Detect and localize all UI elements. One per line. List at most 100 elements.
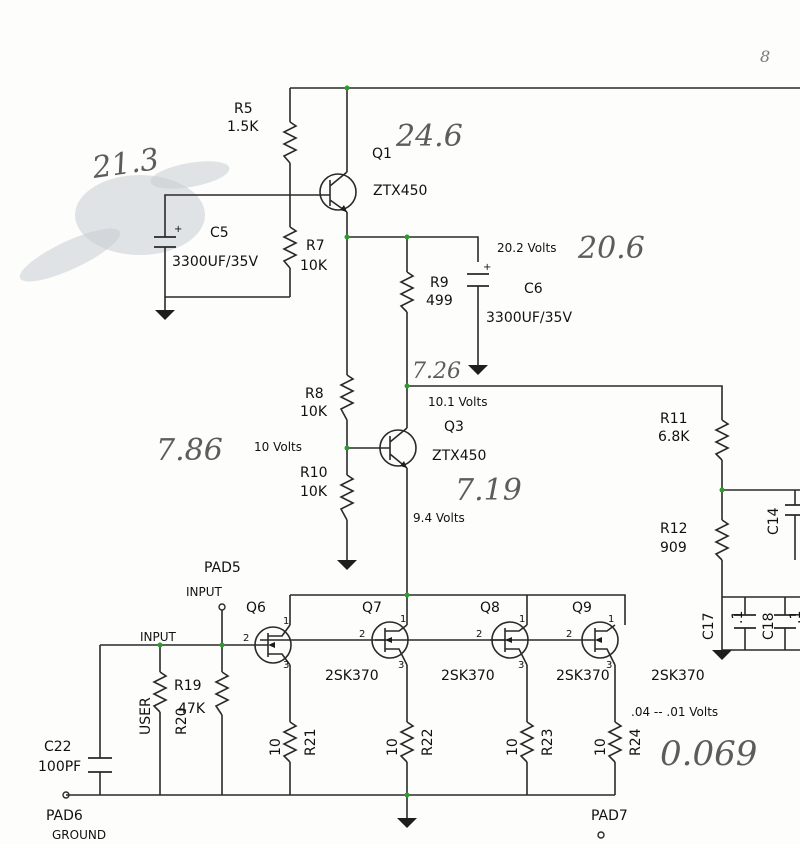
ground-symbols xyxy=(155,310,732,828)
q7-pin3: 3 xyxy=(398,660,404,671)
r24-ref: R24 xyxy=(628,728,644,756)
extra-jfet-part: 2SK370 xyxy=(651,668,705,684)
r20-value: USER xyxy=(138,697,154,735)
capacitor-c6: + xyxy=(467,262,491,287)
r12-value: 909 xyxy=(660,540,687,556)
resistor-r21 xyxy=(282,721,298,763)
c6-node-voltage: 20.2 Volts xyxy=(497,241,556,255)
pad5-terminal xyxy=(218,603,226,611)
q3-collector-voltage: 10.1 Volts xyxy=(428,395,487,409)
pad6-ref: PAD6 xyxy=(46,808,83,824)
r12-ref: R12 xyxy=(660,521,688,537)
pad7-terminal xyxy=(597,831,605,839)
ground-c17-c18 xyxy=(712,650,732,660)
handwritten-q3-collector: 7.26 xyxy=(412,359,461,384)
q9-pin1: 1 xyxy=(608,614,614,625)
capacitor-c14 xyxy=(785,490,800,560)
pad6-label: GROUND xyxy=(52,828,106,842)
r7-ref: R7 xyxy=(306,238,325,254)
r23-value: 10 xyxy=(505,738,521,756)
q3-base-voltage: 10 Volts xyxy=(254,440,302,454)
r11-ref: R11 xyxy=(660,411,688,427)
q7-pin2: 2 xyxy=(359,629,365,640)
junctions xyxy=(157,85,725,798)
capacitor-c22 xyxy=(88,757,112,773)
r21-ref: R21 xyxy=(303,728,319,756)
resistors xyxy=(152,121,730,763)
r19-ref: R19 xyxy=(174,678,202,694)
capacitors: + + xyxy=(88,224,800,773)
r7-value: 10K xyxy=(300,258,328,274)
r8-ref: R8 xyxy=(305,386,324,402)
c22-value: 100PF xyxy=(38,759,81,775)
resistor-r5 xyxy=(282,121,298,164)
c14-ref: C14 xyxy=(766,507,782,535)
resistor-r11 xyxy=(714,419,730,461)
q3-ref: Q3 xyxy=(444,419,464,435)
r21-value: 10 xyxy=(268,738,284,756)
pad6-terminal xyxy=(62,791,70,799)
pad7-ref: PAD7 xyxy=(591,808,628,824)
q8-part: 2SK370 xyxy=(441,668,495,684)
r5-value: 1.5K xyxy=(227,119,259,135)
jfet-q9 xyxy=(581,621,619,666)
q3-emitter-voltage: 9.4 Volts xyxy=(413,511,465,525)
handwritten-q3-emitter: 7.19 xyxy=(455,473,522,508)
q9-pin2: 2 xyxy=(566,629,572,640)
ground-c6 xyxy=(468,365,488,375)
svg-text:+: + xyxy=(174,224,182,235)
r23-ref: R23 xyxy=(540,728,556,756)
capacitor-c5: + xyxy=(154,224,182,248)
r9-ref: R9 xyxy=(430,275,449,291)
jfet-q6 xyxy=(254,624,292,666)
transistor-q1 xyxy=(319,171,357,213)
q9-pin3: 3 xyxy=(606,660,612,671)
c5-ref: C5 xyxy=(210,225,229,241)
q8-ref: Q8 xyxy=(480,600,500,616)
q8-pin3: 3 xyxy=(518,660,524,671)
q7-part: 2SK370 xyxy=(325,668,379,684)
ground-r10 xyxy=(337,560,357,570)
ground-c5 xyxy=(155,310,175,320)
handwritten-q1-collector: 24.6 xyxy=(395,119,463,154)
r22-value: 10 xyxy=(385,738,401,756)
corner-mark: 8 xyxy=(760,47,770,66)
input-net-label: INPUT xyxy=(140,630,177,644)
r24-value: 10 xyxy=(593,738,609,756)
resistor-r8 xyxy=(339,374,355,421)
q1-part: ZTX450 xyxy=(373,183,427,199)
source-voltage: .04 -- .01 Volts xyxy=(631,705,718,719)
q7-ref: Q7 xyxy=(362,600,382,616)
r5-ref: R5 xyxy=(234,101,253,117)
transistor-q3 xyxy=(379,427,417,469)
capacitor-c18 xyxy=(774,614,796,629)
resistor-r19 xyxy=(214,671,230,716)
wires xyxy=(66,87,800,820)
c18-ref: C18 xyxy=(761,612,777,640)
r22-ref: R22 xyxy=(420,728,436,756)
resistor-r20 xyxy=(152,671,168,713)
resistor-r23 xyxy=(519,721,535,763)
jfet-q8 xyxy=(490,621,529,666)
resistor-r12 xyxy=(714,519,730,561)
jfet-q7 xyxy=(371,621,409,666)
svg-text:+: + xyxy=(483,262,491,273)
q9-ref: Q9 xyxy=(572,600,592,616)
pads xyxy=(62,603,605,839)
handwritten-q3-base: 7.86 xyxy=(156,433,223,468)
capacitor-c17 xyxy=(734,614,756,629)
q8-pin1: 1 xyxy=(519,614,525,625)
r20-ref: R20 xyxy=(174,707,190,735)
q7-pin1: 1 xyxy=(400,614,406,625)
resistor-r9 xyxy=(399,271,415,313)
resistor-r7 xyxy=(282,226,298,269)
q6-pin1: 1 xyxy=(283,616,289,627)
c6-ref: C6 xyxy=(524,281,543,297)
c6-value: 3300UF/35V xyxy=(486,310,572,326)
r10-value: 10K xyxy=(300,484,328,500)
c22-ref: C22 xyxy=(44,739,72,755)
c5-value: 3300UF/35V xyxy=(172,254,258,270)
r10-ref: R10 xyxy=(300,465,328,481)
